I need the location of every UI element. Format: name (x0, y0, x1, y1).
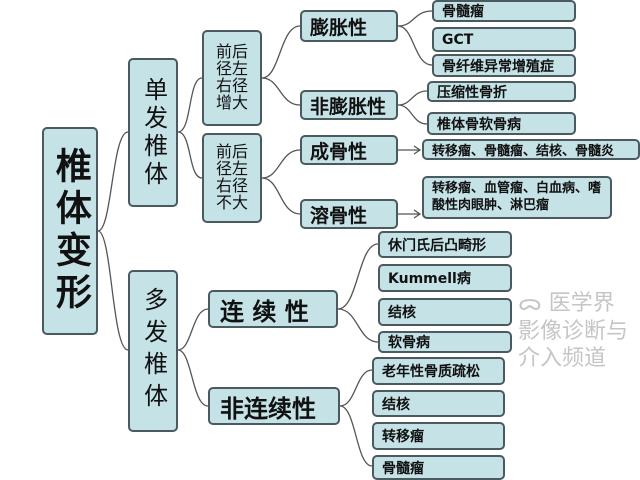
leaf-item: 压缩性骨折 (427, 81, 576, 102)
category-expansile: 膨胀性 (300, 10, 398, 42)
category-osteolytic: 溶骨性 (300, 199, 398, 229)
group-enlarged: 前后径左右径增大 (202, 30, 262, 126)
leaf-item: GCT (432, 27, 576, 52)
wechat-logo-icon: ᯅ (518, 291, 549, 316)
multiple-node: 多发椎体 (128, 270, 178, 432)
leaf-item: 骨髓瘤 (372, 455, 505, 480)
leaf-item: 结核 (372, 390, 505, 417)
group-label: 前后径左右径增大 (215, 42, 248, 112)
multiple-label: 多发椎体 (139, 287, 168, 415)
group-not-enlarged: 前后径左右径不大 (202, 133, 262, 223)
leaf-item: 休门氏后凸畸形 (378, 231, 512, 258)
leaf-item: 转移瘤、血管瘤、白血病、嗜酸性肉眼肿、淋巴瘤 (422, 176, 612, 219)
leaf-item: 骨髓瘤 (432, 0, 576, 22)
watermark-text: 医学界影像诊断与介入频道 (518, 291, 629, 371)
category-non-continuous: 非连续性 (208, 387, 340, 425)
leaf-item: 软骨病 (378, 331, 512, 353)
leaf-item: Kummell病 (378, 264, 512, 292)
root-label: 椎体变形 (49, 147, 92, 315)
leaf-item: 转移瘤 (372, 422, 505, 450)
leaf-item: 结核 (378, 298, 512, 326)
root-node: 椎体变形 (42, 127, 98, 335)
single-label: 单发椎体 (139, 76, 168, 189)
watermark: ᯅ 医学界影像诊断与介入频道 (518, 290, 636, 373)
category-continuous: 连 续 性 (208, 290, 338, 328)
group-label: 前后径左右径不大 (215, 142, 248, 212)
leaf-item: 骨纤维异常增殖症 (432, 54, 576, 77)
single-node: 单发椎体 (128, 58, 178, 207)
leaf-item: 老年性骨质疏松 (372, 357, 505, 385)
category-osteoblastic: 成骨性 (300, 135, 398, 165)
leaf-item: 转移瘤、骨髓瘤、结核、骨髓炎 (422, 139, 640, 160)
category-non-expansile: 非膨胀性 (300, 90, 398, 120)
leaf-item: 椎体骨软骨病 (427, 112, 576, 135)
